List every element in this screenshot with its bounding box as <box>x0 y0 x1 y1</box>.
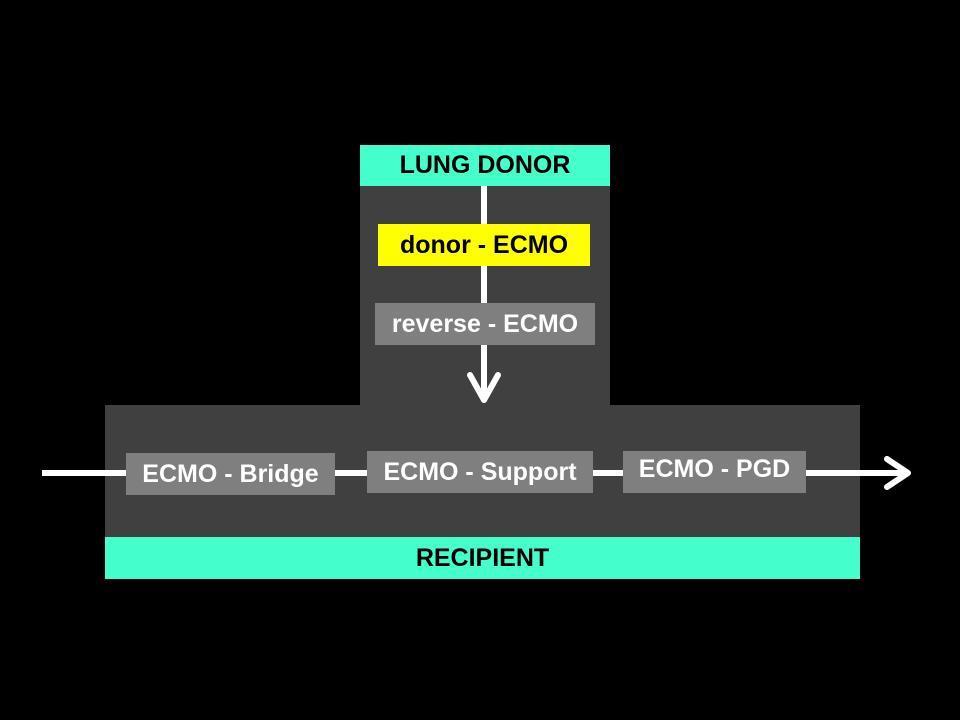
recipient-header: RECIPIENT <box>105 537 860 579</box>
donor-ecmo-label: donor - ECMO <box>378 224 590 266</box>
lung-donor-header: LUNG DONOR <box>360 145 610 186</box>
ecmo-support-label: ECMO - Support <box>367 451 593 493</box>
reverse-ecmo-label: reverse - ECMO <box>375 303 595 345</box>
donor-arrowhead <box>467 372 501 403</box>
ecmo-pgd-label: ECMO - PGD <box>623 451 806 493</box>
ecmo-bridge-label: ECMO - Bridge <box>126 453 335 495</box>
recipient-arrowhead <box>884 456 911 490</box>
